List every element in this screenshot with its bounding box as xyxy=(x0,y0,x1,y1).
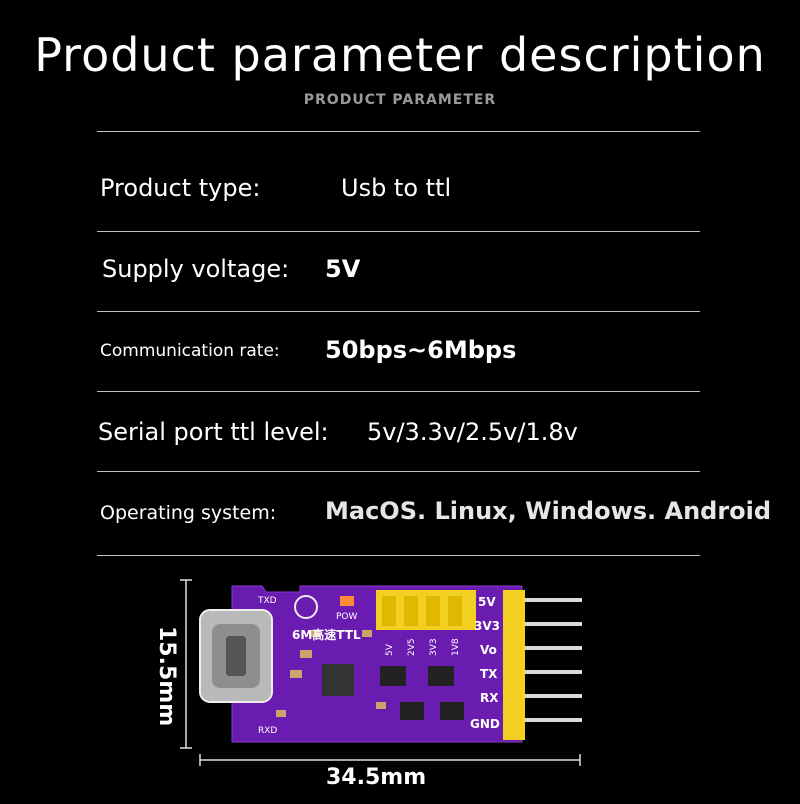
usb-ttl-board-picture: 6M高速TTL TXD RXD POW 5V 2V5 3V3 1V8 5V 3V… xyxy=(154,579,582,790)
param-label: Supply voltage: xyxy=(102,255,290,283)
param-value: Usb to ttl xyxy=(341,174,452,202)
page-subtitle: PRODUCT PARAMETER xyxy=(303,92,497,108)
led-label-rx: RXD xyxy=(258,726,277,736)
page-title: Product parameter description xyxy=(34,28,766,82)
pin-label: 5V xyxy=(478,595,496,609)
width-dimension-label: 34.5mm xyxy=(326,765,426,790)
pin-label: GND xyxy=(470,717,500,731)
divider xyxy=(97,231,700,232)
param-value: 5v/3.3v/2.5v/1.8v xyxy=(367,418,578,446)
pin-label: RX xyxy=(480,691,499,705)
board-text: 6M高速TTL xyxy=(292,627,361,642)
yellow-pin-header xyxy=(503,590,525,740)
led-label-tx: TXD xyxy=(257,596,277,606)
header-pins xyxy=(520,598,582,722)
jumper-label: 5V xyxy=(385,643,395,656)
product-illustration: 6M高速TTL TXD RXD POW 5V 2V5 3V3 1V8 5V 3V… xyxy=(0,570,800,800)
power-label: POW xyxy=(336,612,358,622)
param-label: Serial port ttl level: xyxy=(98,418,329,446)
param-label: Operating system: xyxy=(100,502,277,524)
param-label: Communication rate: xyxy=(100,341,280,361)
height-dimension-label: 15.5mm xyxy=(154,626,179,726)
param-label: Product type: xyxy=(100,174,261,202)
pin-label: Vo xyxy=(480,643,497,657)
divider xyxy=(97,391,700,392)
jumper-label: 1V8 xyxy=(451,638,461,656)
param-value: 5V xyxy=(325,255,361,283)
divider xyxy=(97,131,700,132)
logo-icon xyxy=(294,595,318,619)
divider xyxy=(97,311,700,312)
param-value: 50bps~6Mbps xyxy=(325,336,517,364)
param-value: MacOS. Linux, Windows. Android xyxy=(325,497,772,525)
divider xyxy=(97,555,700,556)
jumper-label: 3V3 xyxy=(429,638,439,656)
pin-label: 3V3 xyxy=(474,619,500,633)
pin-label: TX xyxy=(480,667,498,681)
jumper-label: 2V5 xyxy=(407,638,417,656)
divider xyxy=(97,471,700,472)
ic-chip xyxy=(322,664,354,696)
